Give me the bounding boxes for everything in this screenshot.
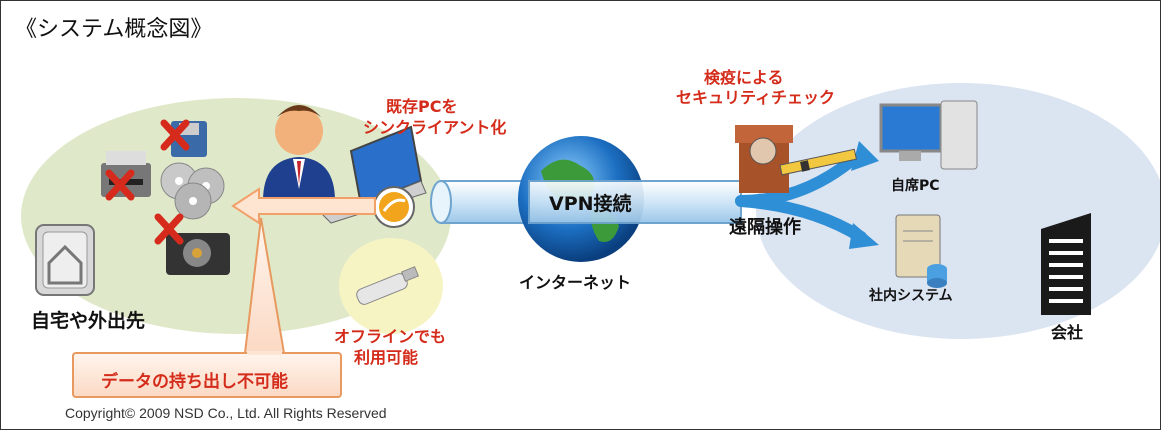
- block-arrow-left: [231, 187, 376, 225]
- page-title: 《システム概念図》: [15, 17, 213, 42]
- server-icon: [895, 214, 947, 288]
- desktop-pc-icon: [879, 100, 978, 170]
- internal-system-label: 社内システム: [869, 288, 953, 304]
- thin-client-badge-icon: [373, 186, 415, 228]
- company-label: 会社: [1051, 323, 1084, 342]
- offline-label-line1: オフラインでも: [334, 327, 447, 346]
- building-icon: [1041, 213, 1091, 315]
- user-icon: [263, 105, 335, 201]
- existing-pc-label-line2: シンクライアント化: [363, 118, 507, 137]
- no-data-takeout-callout: [72, 217, 342, 398]
- copyright-notice: Copyright© 2009 NSD Co., Ltd. All Rights…: [65, 405, 387, 421]
- own-pc-label: 自席PC: [891, 178, 940, 194]
- cd-discs-icon: [160, 162, 225, 220]
- quarantine-label-line1: 検疫による: [704, 68, 784, 87]
- remote-operation-label: 遠隔操作: [729, 217, 801, 238]
- house-icon: [35, 224, 95, 296]
- usb-stick-icon: [356, 266, 420, 305]
- existing-pc-label-line1: 既存PCを: [386, 97, 458, 116]
- vpn-pipe-front: [528, 180, 742, 224]
- quarantine-label-line2: セキュリティチェック: [676, 88, 836, 107]
- security-gate-icon: [735, 125, 857, 193]
- red-x-icon: [105, 119, 190, 245]
- offline-label-line2: 利用可能: [354, 348, 419, 367]
- branch-arrow-heads: [849, 141, 879, 249]
- branch-arrows: [735, 155, 867, 243]
- no-data-takeout-label: データの持ち出し不可能: [101, 372, 288, 392]
- internet-label: インターネット: [519, 273, 632, 292]
- vpn-label: VPN接続: [549, 193, 632, 215]
- home-label: 自宅や外出先: [31, 310, 146, 332]
